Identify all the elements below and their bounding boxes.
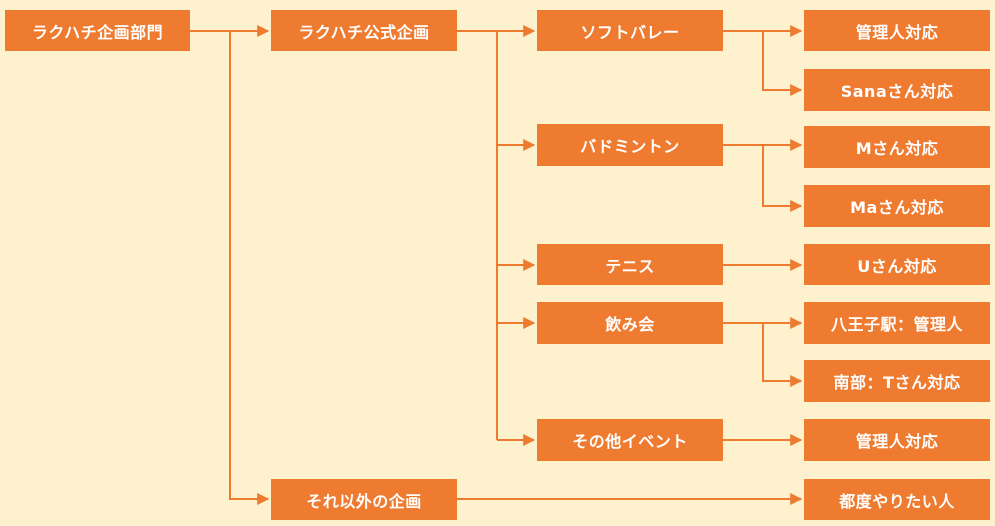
handler-badminton-m: Mさん対応	[804, 126, 990, 168]
official-events-node: ラクハチ公式企画	[271, 10, 457, 51]
other-events-node: それ以外の企画	[271, 479, 457, 520]
root-node: ラクハチ企画部門	[5, 10, 190, 51]
handler-tennis-u: Uさん対応	[804, 244, 990, 285]
handler-volleyball-sana: Sanaさん対応	[804, 69, 990, 111]
handler-drinks-hachioji: 八王子駅：管理人	[804, 302, 990, 344]
category-other-events: その他イベント	[537, 419, 723, 461]
link-badminton-2	[762, 145, 803, 212]
handler-drinks-nanbu: 南部：Tさん対応	[804, 360, 990, 402]
category-volleyball: ソフトバレー	[537, 10, 723, 51]
category-drinks: 飲み会	[537, 302, 723, 344]
category-badminton: バドミントン	[537, 124, 723, 166]
handler-badminton-ma: Maさん対応	[804, 185, 990, 227]
handler-other-volunteer: 都度やりたい人	[804, 479, 990, 520]
handler-events-admin: 管理人対応	[804, 419, 990, 461]
link-drinks-2	[762, 323, 803, 387]
link-volleyball-2	[762, 31, 803, 96]
handler-volleyball-admin: 管理人対応	[804, 10, 990, 51]
category-tennis: テニス	[537, 244, 723, 285]
link-root-other	[229, 31, 270, 505]
